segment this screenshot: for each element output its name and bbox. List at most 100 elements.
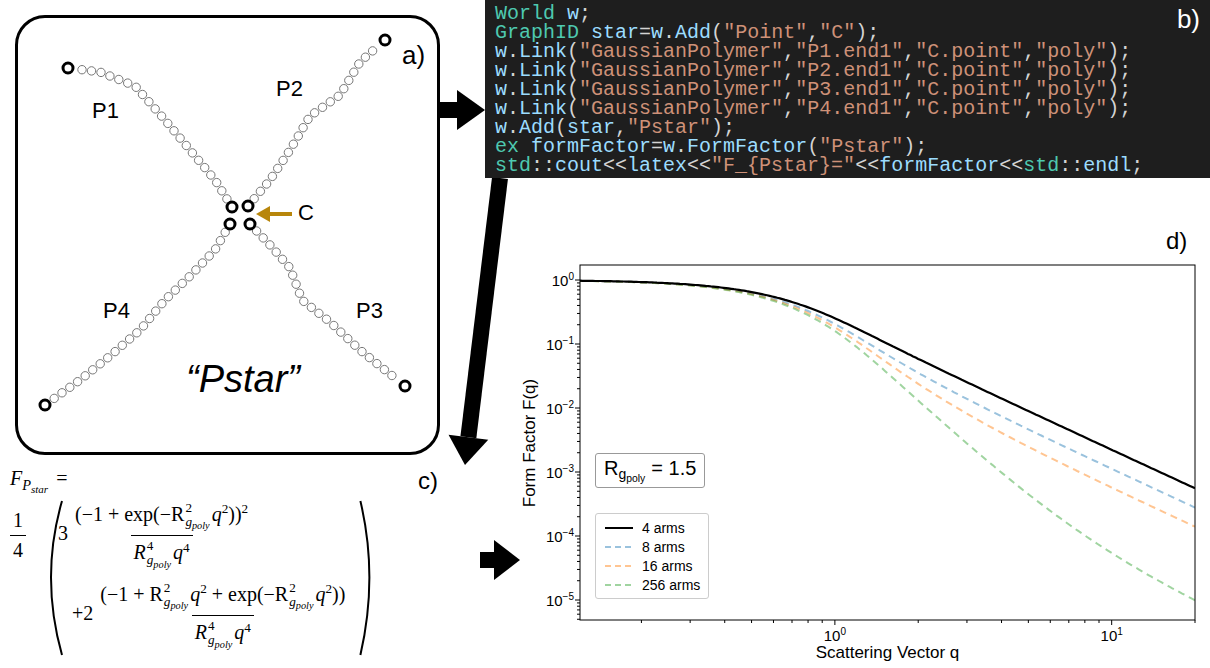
- x-tick: [1099, 620, 1100, 623]
- code-line: w.Link("GaussianPolymer","P2.end1","C.po…: [495, 61, 1200, 80]
- monomer-bead: [284, 148, 292, 156]
- monomer-bead: [318, 103, 326, 111]
- y-tick: [577, 542, 580, 543]
- monomer-bead: [97, 68, 105, 76]
- legend-row: 8 arms: [604, 537, 700, 556]
- monomer-bead: [292, 280, 300, 288]
- formula-text: 2: [200, 581, 207, 596]
- monomer-bead: [205, 252, 213, 260]
- monomer-bead: [345, 76, 353, 84]
- tick-exponent: −4: [563, 527, 574, 538]
- formula-text: + exp(−R: [212, 583, 288, 605]
- y-tick: [575, 280, 580, 281]
- formula-panel: c)FPstar=143(−1 + exp(−R2gpolyq2))2R4gpo…: [0, 465, 480, 668]
- code-token: formFactor: [879, 154, 999, 177]
- monomer-bead: [125, 335, 133, 343]
- y-tick: [577, 580, 580, 581]
- formula-text: R: [134, 541, 146, 563]
- tick-exponent: −1: [563, 335, 574, 346]
- code-token: <<: [603, 154, 627, 177]
- formula-text: g: [208, 632, 215, 647]
- y-tick: [577, 561, 580, 562]
- code-token: <<: [687, 154, 711, 177]
- monomer-bead: [272, 248, 280, 256]
- formula-text: q: [212, 503, 222, 525]
- tick-base: 10: [1101, 627, 1118, 644]
- y-tick: [577, 427, 580, 428]
- monomer-bead: [361, 53, 369, 61]
- axis-title: Form Factor F(q): [520, 313, 540, 573]
- monomer-bead: [259, 234, 267, 242]
- legend-text: 4 arms: [642, 520, 685, 536]
- code-token: ,: [1023, 97, 1035, 120]
- y-tick: [577, 516, 580, 517]
- arrow-head: [494, 540, 520, 580]
- x-tick: [1001, 620, 1002, 623]
- y-tick: [577, 433, 580, 434]
- x-tick: [1028, 620, 1029, 623]
- monomer-bead: [178, 279, 186, 287]
- formula-text: 2: [222, 501, 229, 516]
- form-factor-curve: [580, 281, 1195, 489]
- y-tick-label: 10−5: [546, 591, 574, 609]
- formula-text: poly: [170, 600, 188, 611]
- denominator: 4: [10, 535, 26, 562]
- y-tick: [575, 536, 580, 537]
- y-tick: [577, 491, 580, 492]
- monomer-bead: [380, 365, 388, 373]
- y-tick: [577, 388, 580, 389]
- monomer-bead: [262, 180, 270, 188]
- monomer-bead: [289, 140, 297, 148]
- center-bead: [245, 219, 255, 229]
- y-tick: [577, 346, 580, 347]
- monomer-bead: [158, 300, 166, 308]
- monomer-bead: [151, 105, 159, 113]
- form-factor-curve: [580, 281, 1195, 527]
- formula-text: c): [418, 467, 438, 495]
- y-tick: [577, 369, 580, 370]
- legend-row: 4 arms: [604, 518, 700, 537]
- tick-exponent: −5: [563, 591, 574, 602]
- x-tick-label: 101: [1101, 626, 1123, 644]
- y-tick: [575, 600, 580, 601]
- y-tick: [577, 414, 580, 415]
- y-tick: [577, 619, 580, 620]
- legend-line-sample: [604, 523, 634, 533]
- center-bead: [243, 201, 253, 211]
- formula-text: 4: [244, 620, 251, 635]
- monomer-bead: [118, 341, 126, 349]
- parameter-box: Rgpoly= 1.5: [595, 453, 705, 488]
- monomer-bead: [106, 72, 114, 80]
- formula-text: 4: [183, 540, 190, 555]
- formula-text: 2: [185, 500, 192, 515]
- x-tick: [808, 620, 809, 623]
- monomer-bead: [289, 271, 297, 279]
- monomer-bead: [89, 366, 97, 374]
- monomer-bead: [295, 289, 303, 297]
- subscript-row: gpoly: [147, 553, 171, 570]
- arm-end-bead: [400, 381, 410, 391]
- script-stack: 4gpoly: [208, 619, 232, 650]
- arm-label: P3: [356, 298, 383, 324]
- y-tick: [575, 344, 580, 345]
- subscript-row: gpoly: [164, 595, 188, 612]
- monomer-bead: [111, 347, 119, 355]
- monomer-bead: [124, 79, 132, 87]
- superscript-row: 4: [147, 539, 171, 553]
- y-tick: [577, 555, 580, 556]
- script-stack: 4gpoly: [147, 539, 171, 570]
- monomer-bead: [115, 75, 123, 83]
- y-tick: [577, 358, 580, 359]
- monomer-bead: [315, 309, 323, 317]
- monomer-bead: [256, 187, 264, 195]
- y-tick: [577, 305, 580, 306]
- monomer-bead: [207, 171, 215, 179]
- parameter-subscript: g: [618, 466, 626, 482]
- monomer-bead: [368, 47, 376, 55]
- monomer-bead: [310, 109, 318, 117]
- x-tick: [1068, 620, 1069, 623]
- monomer-bead: [216, 236, 224, 244]
- right-parenthesis: [360, 501, 369, 655]
- monomer-bead: [274, 164, 282, 172]
- y-tick: [577, 614, 580, 615]
